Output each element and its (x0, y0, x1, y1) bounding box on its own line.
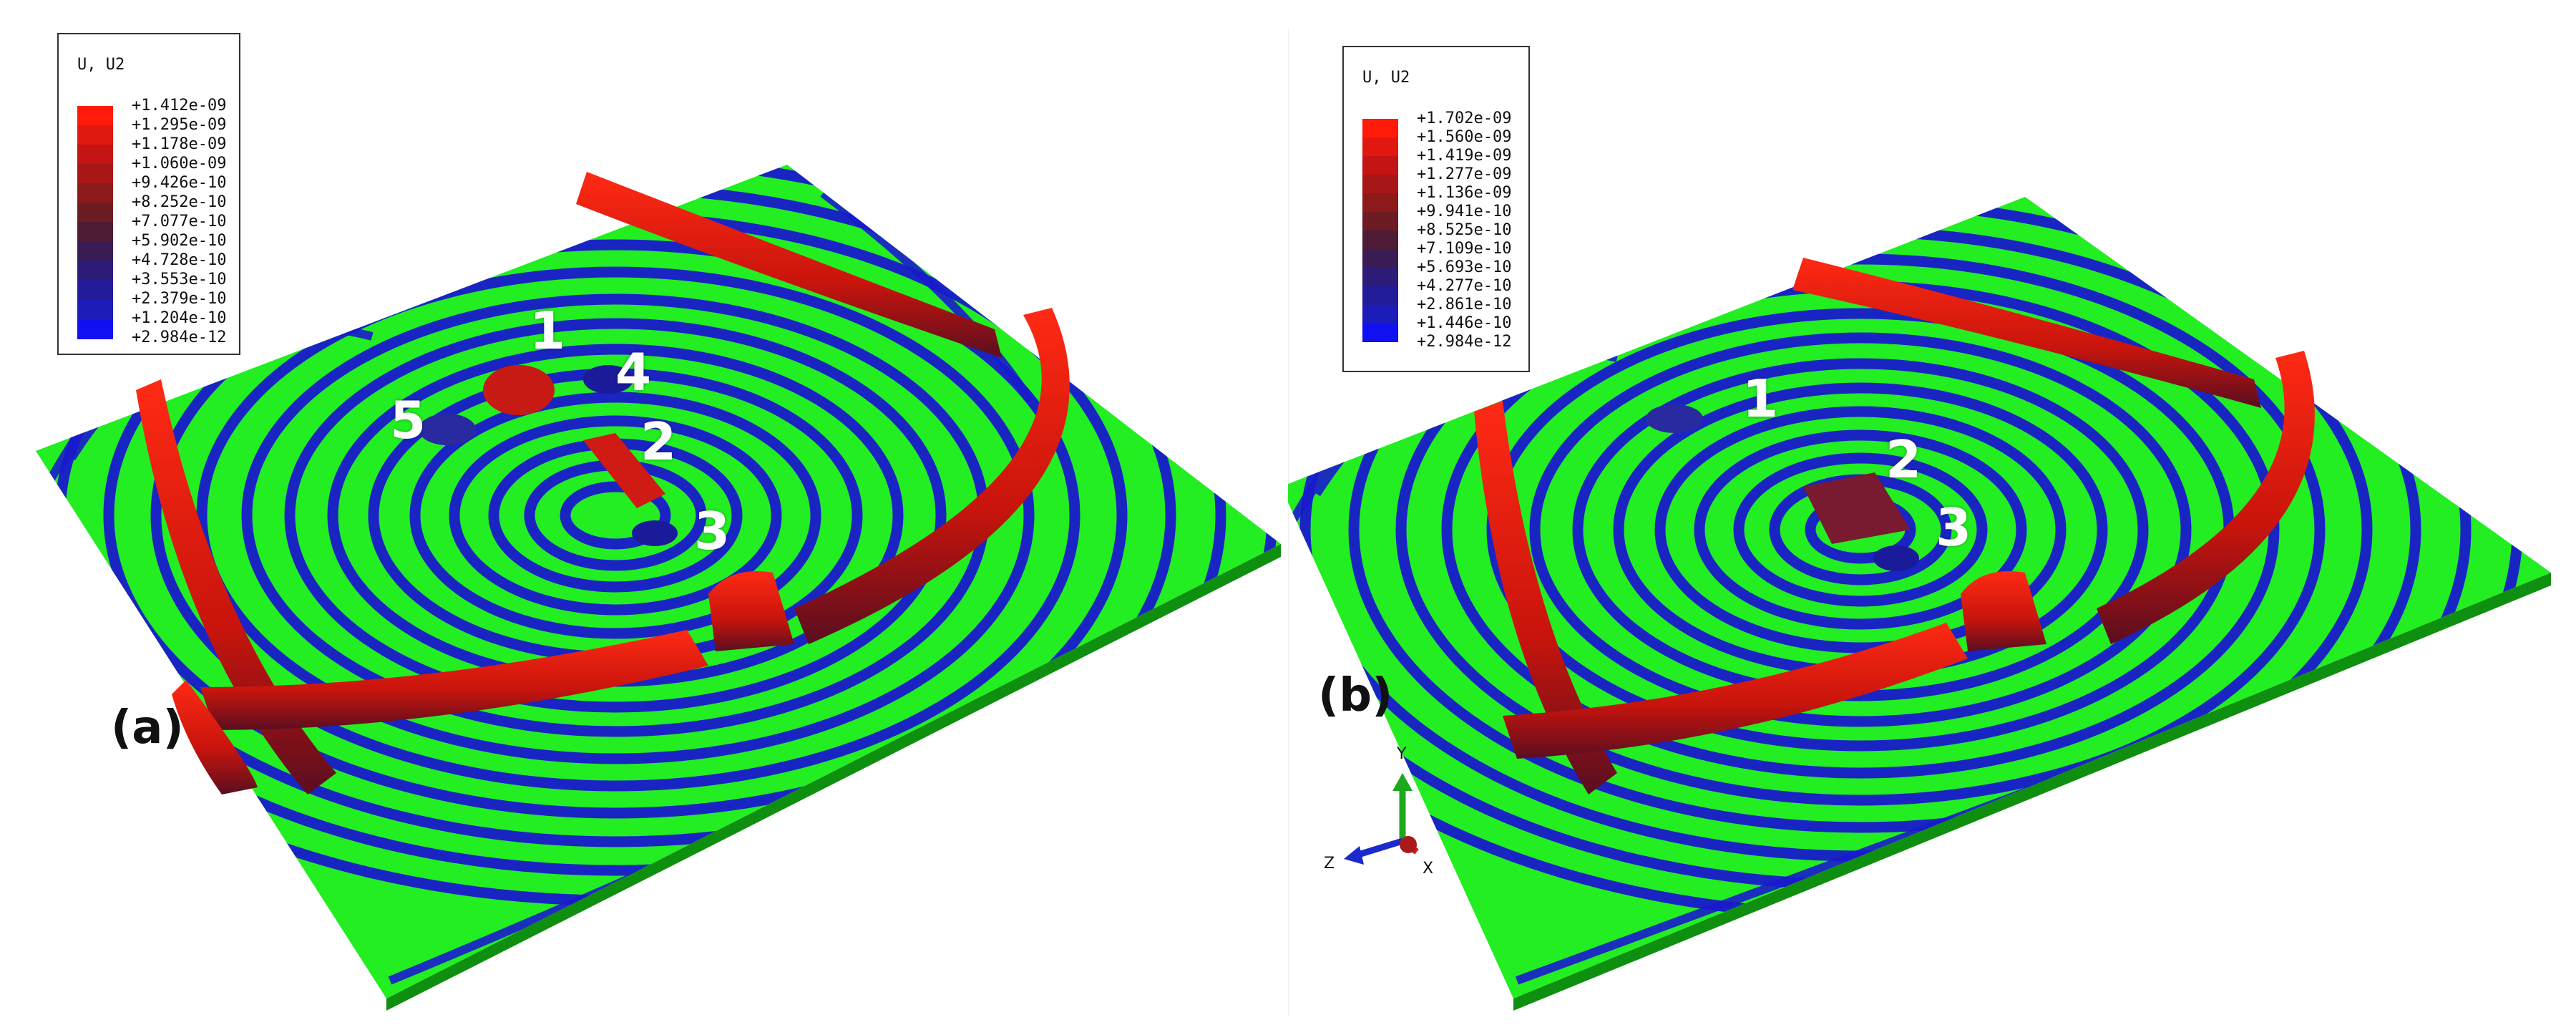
ridge-top-a (576, 172, 1002, 358)
region-label-2-b: 2 (1885, 429, 1922, 490)
triad-z-axis (1355, 837, 1404, 859)
ridge-top-b (1792, 258, 2261, 408)
legend-value: +2.379e-10 (132, 290, 227, 308)
panel-a: U, U2 +1.412e-09 +1.295e-09 +1.178e-09 +… (36, 33, 1281, 1011)
legend-value: +8.252e-10 (132, 193, 227, 211)
legend-value: +2.984e-12 (1417, 333, 1512, 351)
legend-value: +9.426e-10 (132, 174, 227, 192)
legend-value: +7.109e-10 (1417, 240, 1512, 258)
legend-value: +1.419e-09 (1417, 147, 1512, 165)
ridge-bottom-a (200, 630, 708, 730)
legend-value: +1.204e-10 (132, 309, 227, 327)
ridge-right-b (2097, 351, 2315, 644)
triad-z-arrow (1344, 846, 1364, 865)
ridge-left-b (1474, 401, 1617, 795)
panel-label-b: (b) (1318, 669, 1393, 722)
ridge-bump-b (1961, 571, 2046, 651)
region-label-1-b: 1 (1742, 369, 1779, 429)
legend-value: +2.861e-10 (1417, 296, 1512, 314)
legend-value: +8.525e-10 (1417, 221, 1512, 239)
region-label-3-a: 3 (694, 501, 731, 561)
legend-colorbar-a (77, 106, 113, 339)
legend-value: +4.277e-10 (1417, 277, 1512, 295)
legend-value: +1.560e-09 (1417, 128, 1512, 146)
region-label-3-b: 3 (1936, 497, 1972, 558)
legend-value: +1.277e-09 (1417, 165, 1512, 183)
panel-label-a: (a) (111, 701, 184, 754)
legend-value: +1.178e-09 (132, 135, 227, 153)
scatterer-3-b (1873, 545, 1919, 571)
legend-value: +1.412e-09 (132, 97, 227, 115)
plate-side-a (386, 544, 1281, 1011)
scatterer-1-b (1646, 404, 1703, 433)
wavefronts-b (1474, 258, 2315, 795)
scatterer-2-a (583, 433, 665, 508)
legend-value: +1.446e-10 (1417, 314, 1512, 332)
legend-value: +4.728e-10 (132, 251, 227, 269)
region-label-1-a: 1 (530, 301, 566, 361)
legend-value: +1.060e-09 (132, 155, 227, 172)
legend-colorbar-b (1362, 119, 1398, 342)
legend-value: +5.902e-10 (132, 232, 227, 250)
scatterer-1-a (483, 365, 555, 415)
legend-value: +3.553e-10 (132, 271, 227, 288)
contour-plot-b (1288, 197, 2551, 1011)
region-label-2-a: 2 (640, 412, 677, 472)
legend-title-a: U, U2 (77, 56, 125, 74)
legend-value: +1.702e-09 (1417, 110, 1512, 127)
panel-divider (1288, 29, 1289, 1016)
ridge-bottom-b (1503, 623, 1968, 759)
axis-triad: Y Z X (1324, 737, 1467, 895)
ridge-left-a (136, 379, 336, 795)
triad-x-label: X (1423, 860, 1433, 878)
legend-title-b: U, U2 (1362, 69, 1410, 87)
ridge-bottom-left-a (172, 680, 258, 795)
plate-side-b (1513, 573, 2551, 1011)
legend-value: +9.941e-10 (1417, 203, 1512, 220)
panel-b: U, U2 +1.702e-09 +1.560e-09 +1.419e-09 +… (1288, 0, 2576, 1035)
legend-a: U, U2 +1.412e-09 +1.295e-09 +1.178e-09 +… (57, 33, 240, 355)
ridge-right-a (794, 308, 1070, 644)
wavefronts-a (136, 172, 1070, 795)
scatterer-4-a (583, 365, 633, 394)
triad-z-label: Z (1324, 855, 1335, 873)
triad-origin (1400, 836, 1417, 853)
legend-value: +1.295e-09 (132, 116, 227, 134)
scatterer-5-a (419, 414, 476, 445)
legend-value: +7.077e-10 (132, 213, 227, 230)
ridge-bump-a (708, 571, 794, 651)
scatterer-2-b (1803, 472, 1911, 544)
scatterer-3-a (632, 520, 678, 546)
triad-y-arrow (1392, 773, 1413, 791)
triad-y-label: Y (1396, 745, 1407, 763)
region-label-4-a: 4 (615, 342, 652, 402)
contour-plot-a (36, 165, 1281, 1011)
legend-value: +5.693e-10 (1417, 258, 1512, 276)
legend-value: +2.984e-12 (132, 329, 227, 346)
region-label-5-a: 5 (390, 390, 426, 450)
legend-value: +1.136e-09 (1417, 184, 1512, 202)
legend-b: U, U2 +1.702e-09 +1.560e-09 +1.419e-09 +… (1342, 46, 1530, 372)
